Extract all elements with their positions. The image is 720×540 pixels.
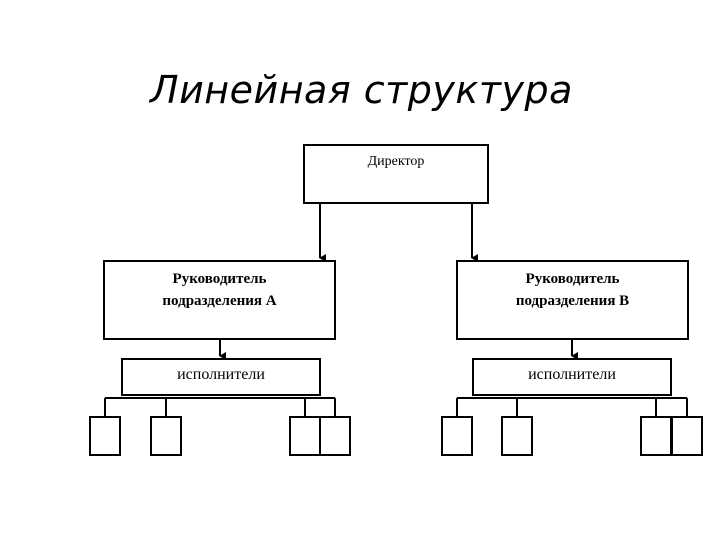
- node-executors-b-label: исполнители: [528, 366, 616, 383]
- node-director: Директор: [303, 144, 489, 204]
- node-head-b-line2: подразделения В: [515, 293, 630, 309]
- node-head-a: Руководитель подразделения А: [103, 260, 336, 340]
- executor-box-b-2: [501, 416, 533, 456]
- executor-box-a-2: [150, 416, 182, 456]
- node-head-a-line2: подразделения А: [162, 293, 277, 309]
- executor-tree-a: [104, 397, 336, 416]
- executor-box-a-3: [289, 416, 321, 456]
- node-director-label: Директор: [367, 154, 425, 169]
- node-executors-a: исполнители: [121, 358, 321, 396]
- node-executors-b: исполнители: [472, 358, 672, 396]
- executor-box-a-1: [89, 416, 121, 456]
- node-head-a-line1: Руководитель: [172, 271, 267, 287]
- executor-box-b-1: [441, 416, 473, 456]
- diagram-title: Линейная структура: [150, 68, 573, 112]
- executor-box-b-4: [671, 416, 703, 456]
- node-executors-a-label: исполнители: [177, 366, 265, 383]
- node-head-b-line1: Руководитель: [525, 271, 620, 287]
- executor-box-a-4: [319, 416, 351, 456]
- executor-tree-b: [456, 397, 688, 416]
- node-head-b: Руководитель подразделения В: [456, 260, 689, 340]
- executor-box-b-3: [640, 416, 672, 456]
